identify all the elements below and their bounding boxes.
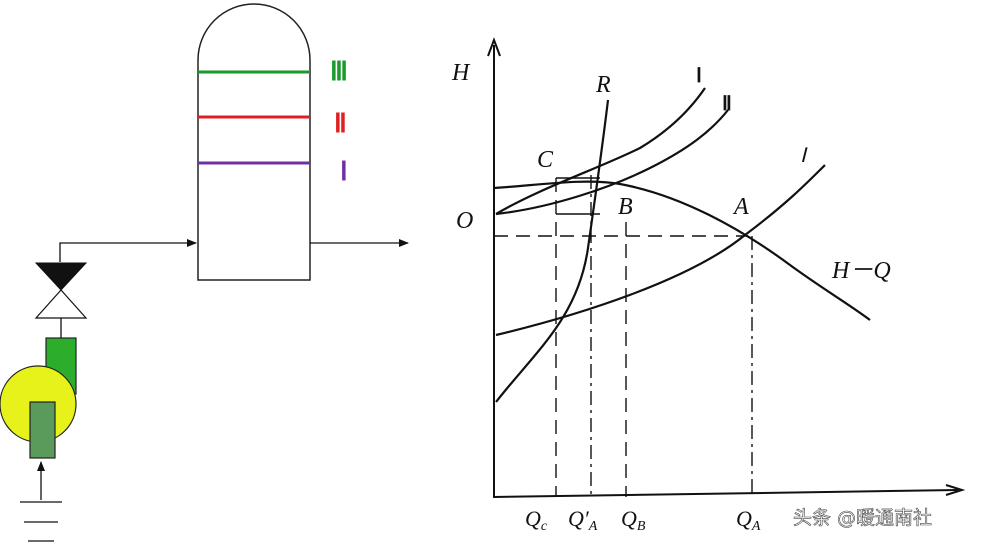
y-axis-label: H bbox=[451, 60, 471, 86]
valve-icon bbox=[34, 262, 88, 319]
pump-icon bbox=[0, 337, 77, 459]
y-axis-arrow bbox=[487, 37, 501, 57]
curve-R bbox=[495, 99, 610, 403]
curve-R-label: R bbox=[595, 72, 611, 98]
curve-I bbox=[495, 87, 706, 215]
tower-vessel bbox=[197, 3, 311, 281]
ground-icon bbox=[20, 501, 62, 542]
curve-II-label: Ⅱ bbox=[722, 93, 732, 115]
point-B-label: B bbox=[618, 194, 633, 220]
level-label-III: Ⅲ bbox=[330, 57, 348, 86]
hq-graph bbox=[487, 37, 966, 498]
x-axis-arrow bbox=[945, 484, 966, 496]
watermark: 头条 @暖通南社 bbox=[793, 507, 932, 529]
system-schematic: Ⅲ Ⅱ Ⅰ bbox=[0, 3, 409, 542]
level-label-I: Ⅰ bbox=[340, 157, 348, 186]
x-axis bbox=[493, 489, 959, 498]
tick-QA-prime: Q′A bbox=[568, 506, 598, 534]
inlet-pipe bbox=[59, 239, 197, 262]
level-label-II: Ⅱ bbox=[334, 109, 347, 138]
curve-system-1 bbox=[495, 164, 826, 337]
tick-QB: QB bbox=[621, 506, 646, 534]
curve-II bbox=[495, 109, 729, 216]
tick-QA: QA bbox=[736, 506, 761, 534]
graph-labels: H R Ⅰ Ⅱ Ⅰ C O B A H－Q Qc Q′A QB QA bbox=[451, 60, 891, 534]
point-C-label: C bbox=[537, 147, 554, 173]
point-A-label: A bbox=[732, 194, 749, 220]
pump-shaft bbox=[29, 401, 56, 459]
curve-HQ bbox=[493, 180, 871, 321]
curve-1-label: Ⅰ bbox=[800, 145, 808, 167]
curve-I-label: Ⅰ bbox=[696, 65, 702, 87]
point-O-label: O bbox=[456, 208, 473, 234]
hq-label: H－Q bbox=[831, 258, 891, 284]
tick-Qc: Qc bbox=[525, 506, 548, 534]
